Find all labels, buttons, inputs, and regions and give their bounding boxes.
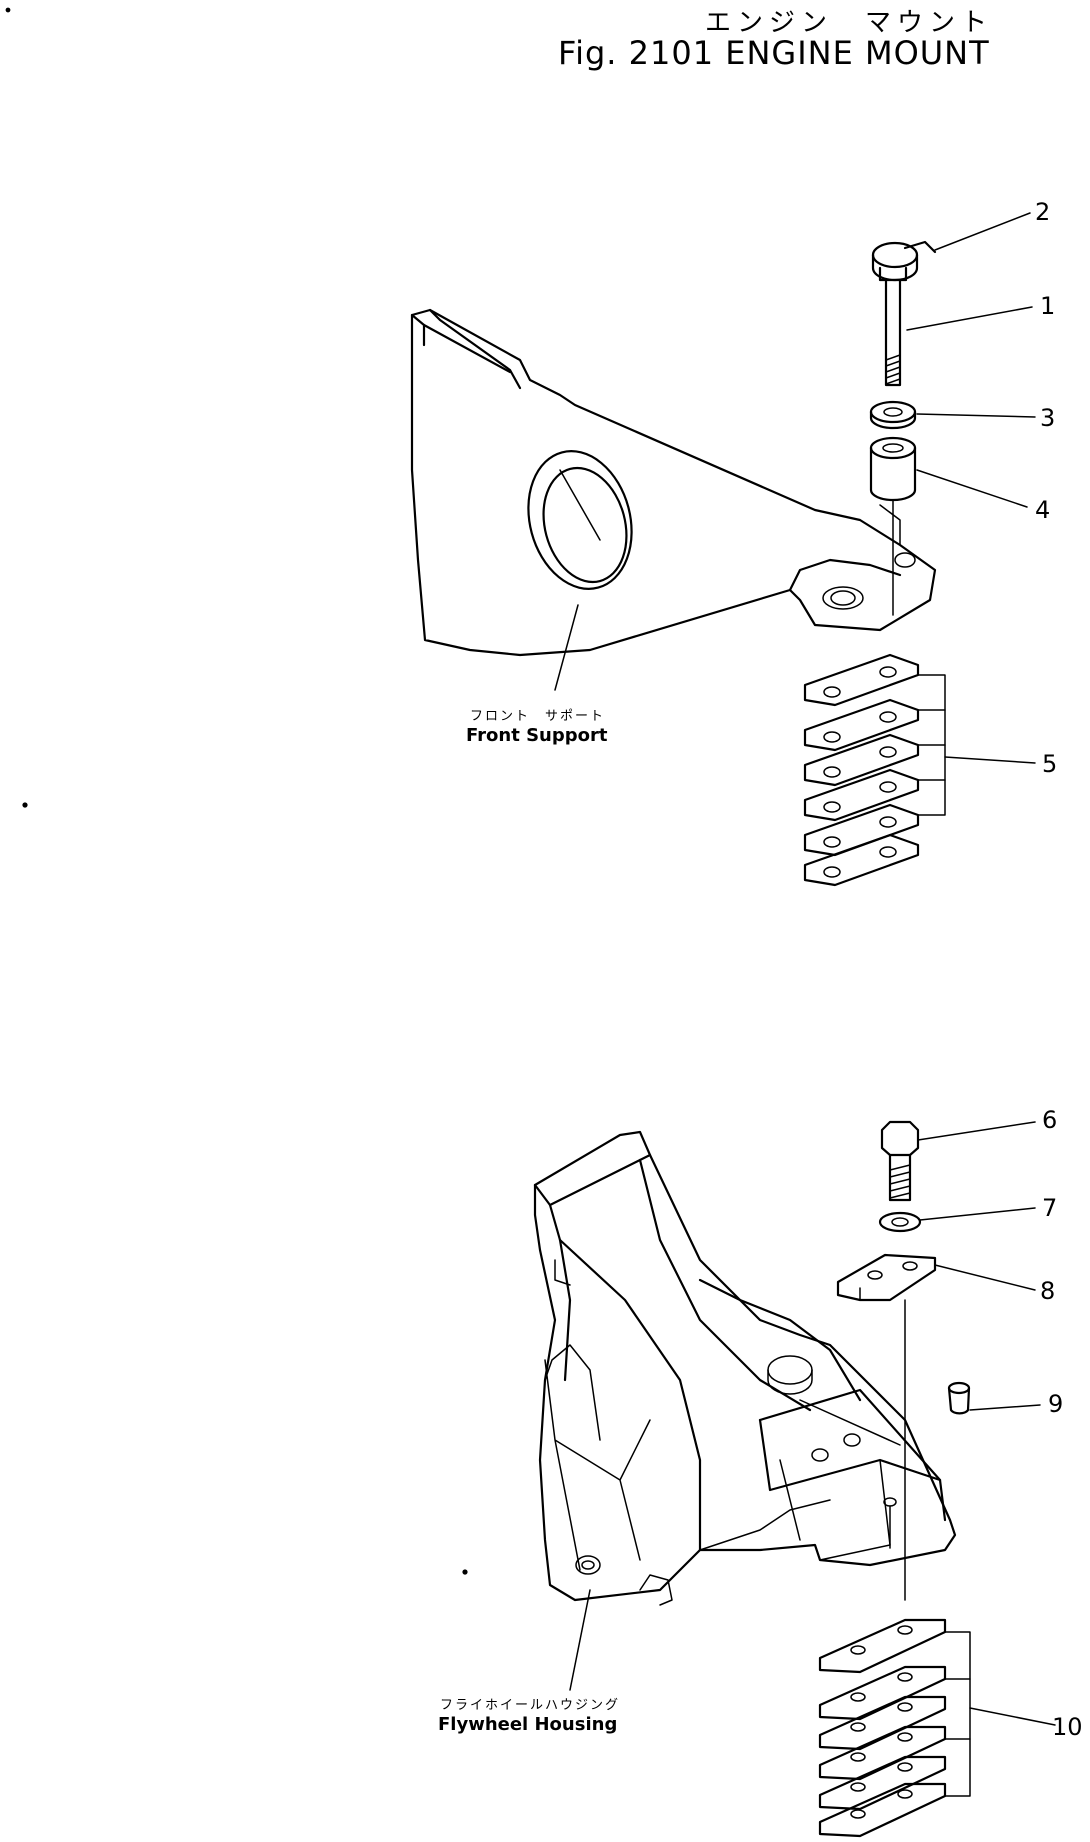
front-support-caption-japanese: フロント サポート [470,709,606,724]
callout-10: 10 [1052,1713,1083,1741]
callout-leaders-upper [554,212,1036,764]
part-5-shim-stack-drawing [803,653,946,887]
callout-8: 8 [1040,1277,1056,1305]
callout-1: 1 [1040,292,1056,320]
flywheel-housing-caption: Flywheel Housing [438,1714,618,1735]
front-support-bracket-drawing [410,308,937,657]
scan-speck [462,1569,468,1575]
callout-7: 7 [1042,1194,1058,1222]
part-10-shim-stack-drawing [818,1618,971,1838]
figure-title-japanese: エンジン マウント [705,8,994,38]
scan-speck [5,7,11,13]
figure-title: Fig. 2101 ENGINE MOUNT [558,34,990,72]
callout-3: 3 [1040,404,1056,432]
part-9-pin-drawing [947,1381,971,1415]
callout-4: 4 [1035,496,1051,524]
front-support-caption: Front Support [466,725,608,746]
part-4-spacer-drawing [869,436,917,616]
scan-speck [22,802,28,808]
part-6-bolt-drawing [880,1120,920,1202]
callout-6: 6 [1042,1106,1058,1134]
callout-leaders-lower [569,1121,1056,1726]
part-2-cap-drawing [871,240,937,282]
part-7-washer-drawing [878,1211,922,1233]
part-8-plate-drawing [836,1253,937,1601]
flywheel-housing-drawing [533,1130,957,1606]
callout-2: 2 [1035,198,1051,226]
flywheel-housing-caption-japanese: フライホイールハウジング [440,1698,621,1713]
part-1-bolt-drawing [878,266,908,387]
callout-9: 9 [1048,1390,1064,1418]
part-3-washer-drawing [869,400,917,430]
callout-5: 5 [1042,750,1058,778]
